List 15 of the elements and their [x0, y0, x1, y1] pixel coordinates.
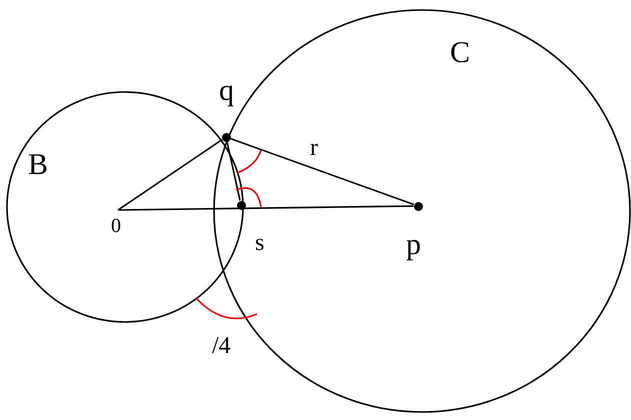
point-dot — [236, 200, 246, 210]
edge-label: r — [310, 136, 318, 160]
line-segment — [226, 141, 241, 201]
angle-label: /4 — [212, 334, 231, 358]
line-segment — [118, 205, 414, 211]
line-segment — [230, 138, 414, 206]
circle-label: B — [28, 150, 48, 180]
circle-label: C — [450, 38, 470, 68]
point-label: 0 — [111, 216, 121, 236]
point-label: q — [219, 76, 234, 106]
point-dot — [222, 132, 230, 142]
point-dot — [414, 202, 422, 210]
point-label: p — [406, 230, 421, 260]
line-segment — [118, 138, 223, 211]
point-label: s — [255, 231, 264, 255]
